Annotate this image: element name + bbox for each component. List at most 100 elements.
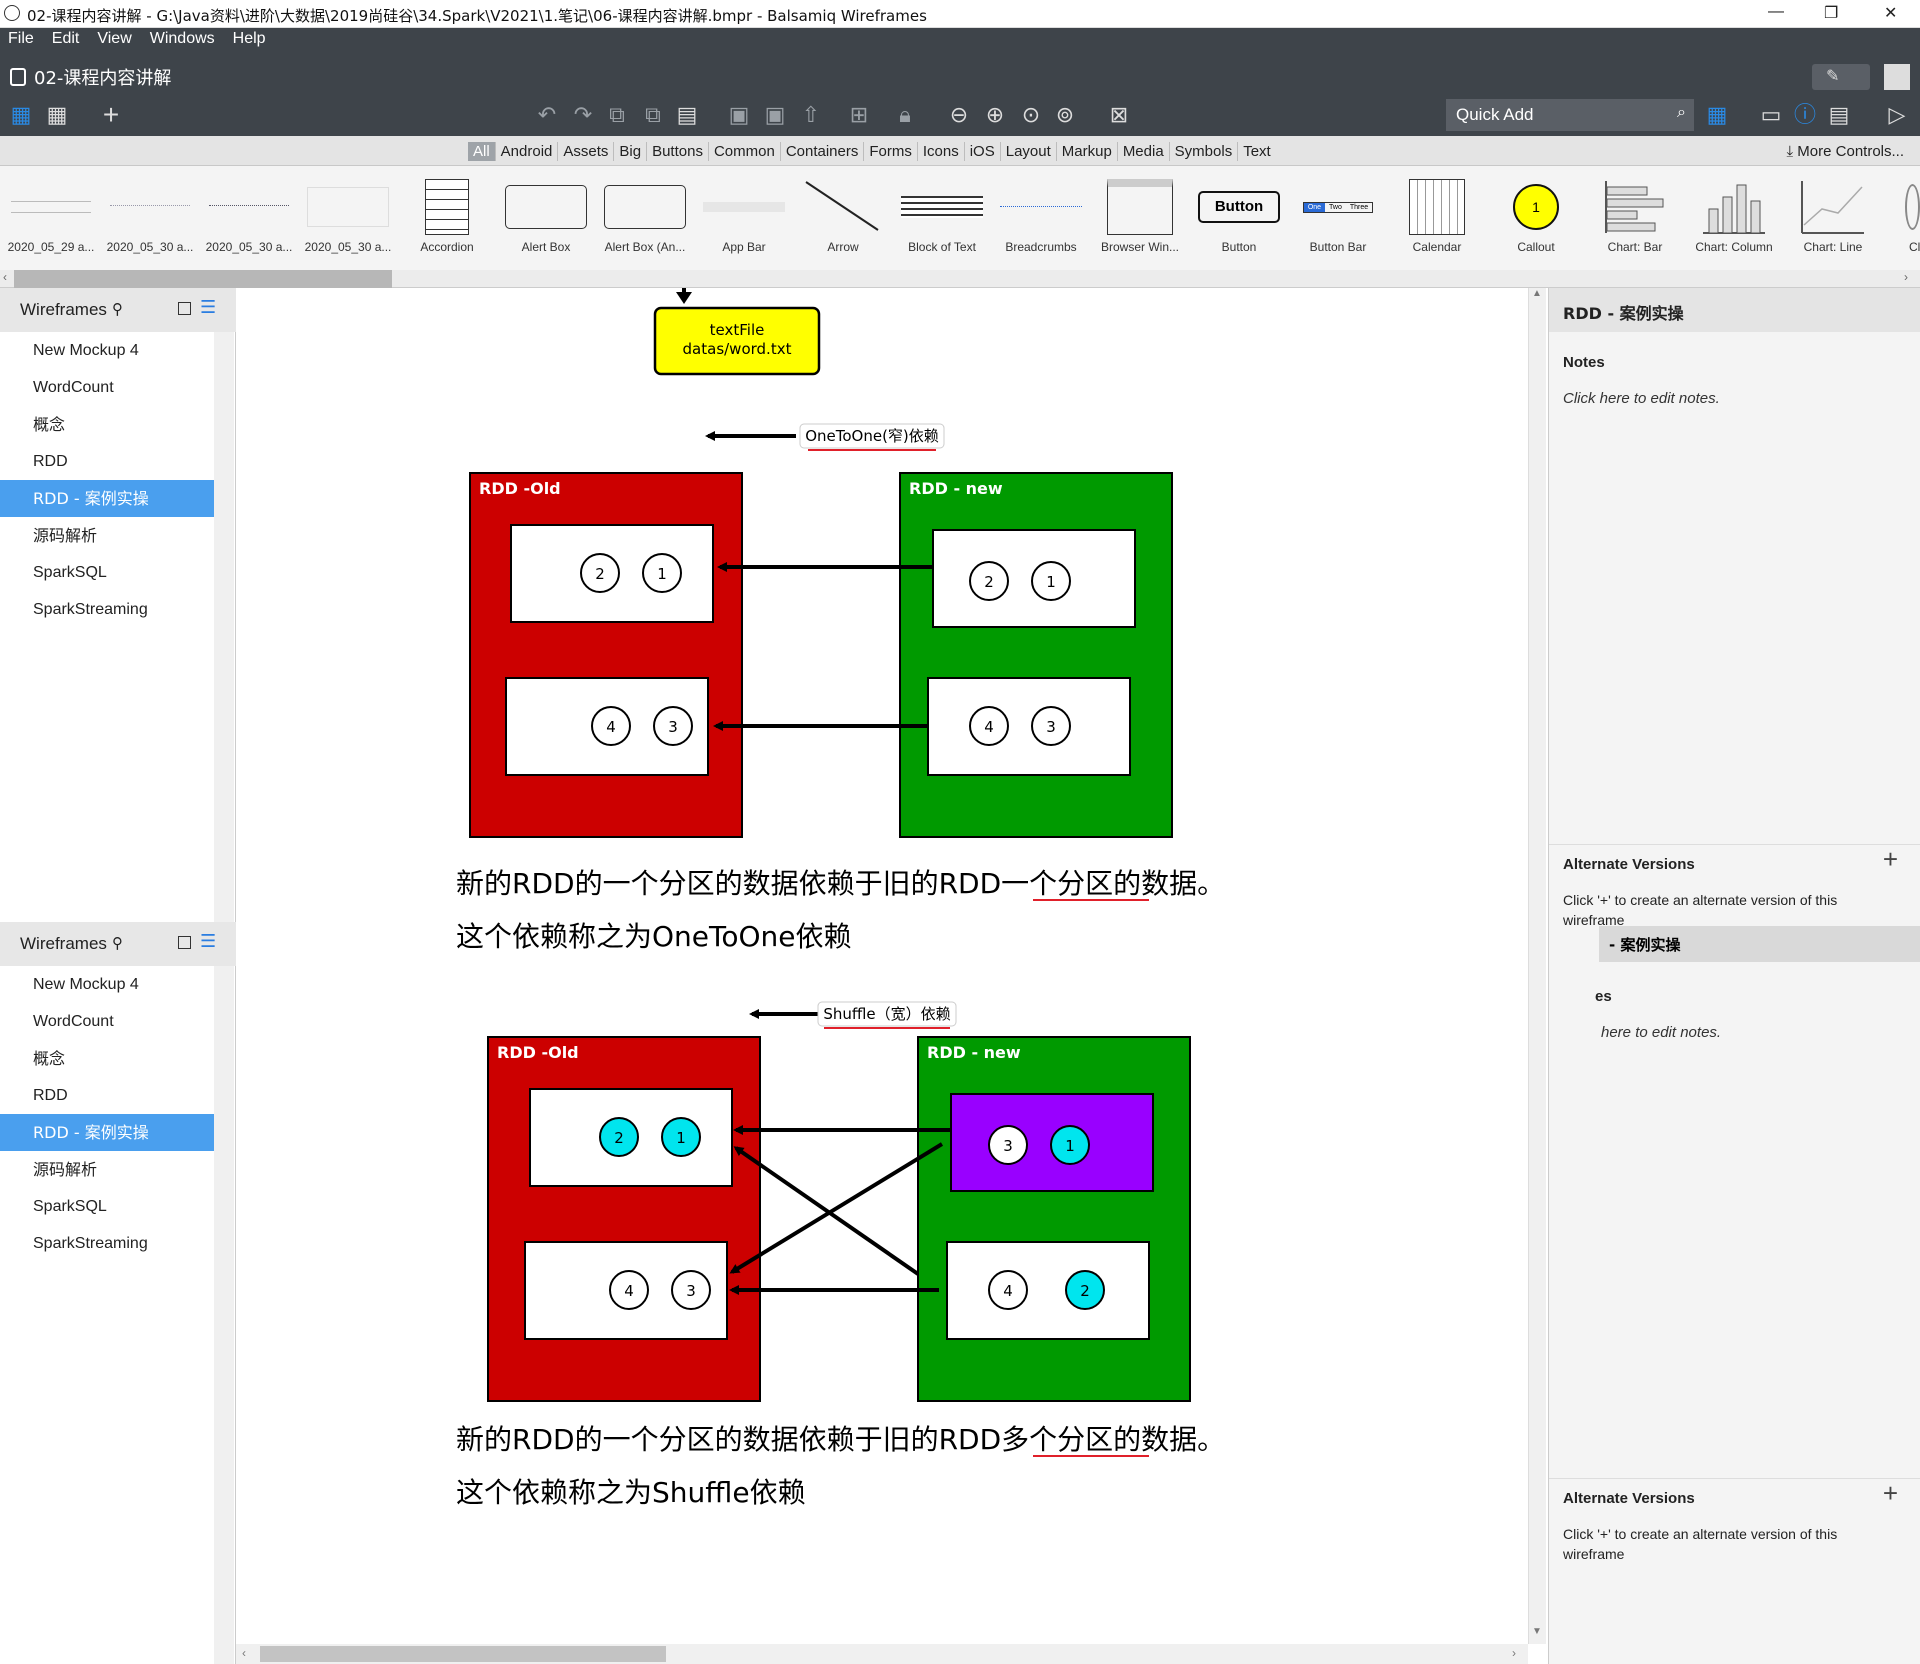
menu-help[interactable]: Help (232, 30, 266, 47)
shuffle-partition-new-2[interactable]: 4 2 (946, 1241, 1150, 1340)
ungroup-icon[interactable]: ▣ (764, 102, 786, 127)
wireframe-item[interactable]: SparkStreaming (33, 1235, 148, 1252)
tab-markup[interactable]: Markup (1057, 142, 1118, 161)
branch-icon[interactable]: ⚲ (112, 935, 123, 952)
minimize-button[interactable]: — (1768, 3, 1784, 20)
tab-buttons[interactable]: Buttons (647, 142, 709, 161)
tab-icons[interactable]: Icons (918, 142, 965, 161)
notes-hint-partial[interactable]: here to edit notes. (1601, 1024, 1722, 1041)
wireframe-item-selected[interactable]: RDD - 案例实操 (0, 1114, 214, 1151)
scroll-up-icon[interactable]: ▲ (1532, 288, 1542, 299)
user-avatar[interactable] (1884, 64, 1910, 90)
align-icon[interactable]: ⊞ (849, 102, 869, 127)
properties-icon[interactable]: ▤ (1828, 102, 1850, 127)
scroll-left-icon[interactable]: ‹ (242, 1646, 246, 1660)
library-item[interactable]: Block of Text (895, 178, 989, 266)
paste-icon[interactable]: ⧉ (645, 102, 661, 127)
wireframe-item[interactable]: 概念 (33, 1049, 66, 1068)
single-page-icon[interactable] (178, 302, 191, 315)
add-alternate-version-icon[interactable]: + (1882, 1478, 1898, 1508)
library-item[interactable]: Chart: Bar (1588, 178, 1682, 266)
menu-view[interactable]: View (97, 30, 132, 47)
library-item[interactable]: Calendar (1390, 178, 1484, 266)
zoom-out-icon[interactable]: ⊖ (949, 102, 969, 127)
library-item[interactable]: Browser Win... (1093, 178, 1187, 266)
library-item[interactable]: Cl (1885, 178, 1920, 266)
wireframe-item[interactable]: RDD (33, 1087, 68, 1104)
library-item[interactable]: 2020_05_29 a... (4, 178, 98, 266)
wireframe-item[interactable]: SparkStreaming (33, 601, 148, 618)
clipboard-icon[interactable]: ▤ (676, 102, 698, 127)
library-item[interactable]: Chart: Line (1786, 178, 1880, 266)
single-view-icon[interactable]: ▦ (10, 102, 32, 127)
library-scrollbar[interactable]: ‹ › (0, 270, 1920, 288)
wireframe-item[interactable]: 源码解析 (33, 526, 98, 545)
library-item[interactable]: 2020_05_30 a... (301, 178, 395, 266)
ui-library-icon[interactable]: ▦ (1706, 102, 1728, 127)
close-button[interactable]: ✕ (1884, 5, 1898, 22)
restore-button[interactable]: ❐ (1824, 5, 1839, 22)
scroll-down-icon[interactable]: ▼ (1532, 1626, 1542, 1637)
shuffle-description[interactable]: 新的RDD的一个分区的数据依赖于旧的RDD多个分区的数据。 这个依赖称之为Shu… (456, 1423, 1225, 1509)
dependency-arrow[interactable] (729, 1142, 944, 1274)
lock-icon[interactable]: 🔒︎ (899, 102, 911, 127)
list-view-icon[interactable]: ☰ (200, 297, 217, 317)
library-item[interactable]: Chart: Column (1687, 178, 1781, 266)
library-item[interactable]: Breadcrumbs (994, 178, 1088, 266)
tab-text[interactable]: Text (1243, 143, 1271, 160)
scroll-left-icon[interactable]: ‹ (3, 270, 7, 284)
partition-new-2[interactable]: 4 3 (927, 677, 1131, 776)
tab-big[interactable]: Big (614, 142, 648, 161)
library-item[interactable]: Accordion (400, 178, 494, 266)
add-alternate-version-icon[interactable]: + (1882, 844, 1898, 874)
shuffle-partition-old-1[interactable]: 2 1 (529, 1088, 733, 1187)
library-item[interactable]: App Bar (697, 178, 791, 266)
tab-assets[interactable]: Assets (558, 142, 615, 161)
present-icon[interactable]: ▷ (1888, 102, 1906, 127)
library-scroll-thumb[interactable] (14, 270, 392, 288)
wireframe-canvas[interactable]: textFile datas/word.txt OneToOne(窄)依赖 RD… (236, 288, 1528, 1644)
library-item[interactable]: 2020_05_30 a... (202, 178, 296, 266)
single-page-icon[interactable] (178, 936, 191, 949)
tab-layout[interactable]: Layout (1001, 142, 1057, 161)
dependency-arrow[interactable] (733, 1146, 920, 1276)
library-item[interactable]: Button Button (1192, 178, 1286, 266)
partition-old-2[interactable]: 4 3 (505, 677, 709, 776)
tab-android[interactable]: Android (496, 142, 559, 161)
scroll-right-icon[interactable]: › (1904, 270, 1908, 284)
add-wireframe-icon[interactable]: + (102, 99, 120, 130)
list-view-icon[interactable]: ☰ (200, 931, 217, 951)
copy-icon[interactable]: ⧉ (609, 102, 625, 127)
canvas-vertical-scrollbar[interactable]: ▲ ▼ (1528, 288, 1546, 1644)
wireframe-item[interactable]: WordCount (33, 379, 114, 396)
shuffle-rdd-new-container[interactable]: RDD - new (917, 1036, 1191, 1402)
wireframes-list-scrollbar[interactable] (214, 332, 234, 922)
onetoone-label-group[interactable]: OneToOne(窄)依赖 (705, 423, 945, 451)
menu-windows[interactable]: Windows (149, 30, 215, 47)
tab-media[interactable]: Media (1118, 142, 1170, 161)
library-item[interactable]: 2020_05_30 a... (103, 178, 197, 266)
bring-front-icon[interactable]: ⇧ (801, 102, 821, 127)
notes-hint[interactable]: Click here to edit notes. (1563, 390, 1720, 407)
wireframe-item[interactable]: New Mockup 4 (33, 342, 139, 359)
info-icon[interactable]: ⓘ (1793, 102, 1816, 127)
shuffle-label-group[interactable]: Shuffle（宽）依赖 (749, 1001, 957, 1029)
library-item[interactable]: Alert Box (499, 178, 593, 266)
zoom-fit-icon[interactable]: ⊚ (1055, 102, 1075, 127)
wireframe-item[interactable]: WordCount (33, 1013, 114, 1030)
alternate-version-item[interactable]: - 案例实操 (1599, 926, 1920, 962)
wireframe-item[interactable]: RDD (33, 453, 68, 470)
undo-icon[interactable]: ↶ (537, 102, 557, 127)
wireframe-item[interactable]: SparkSQL (33, 564, 107, 581)
clear-icon[interactable]: ⊠ (1109, 102, 1129, 127)
tab-symbols[interactable]: Symbols (1170, 142, 1239, 161)
partition-old-1[interactable]: 2 1 (510, 524, 714, 623)
library-item[interactable]: One Two Three Button Bar (1291, 178, 1385, 266)
shuffle-partition-old-2[interactable]: 4 3 (524, 1241, 728, 1340)
rdd-new-container[interactable]: RDD - new (899, 472, 1173, 838)
wireframe-item[interactable]: 概念 (33, 415, 66, 434)
wireframe-item[interactable]: New Mockup 4 (33, 976, 139, 993)
wireframe-item[interactable]: 源码解析 (33, 1160, 98, 1179)
library-item[interactable]: Alert Box (An... (598, 178, 692, 266)
menu-edit[interactable]: Edit (51, 30, 80, 47)
